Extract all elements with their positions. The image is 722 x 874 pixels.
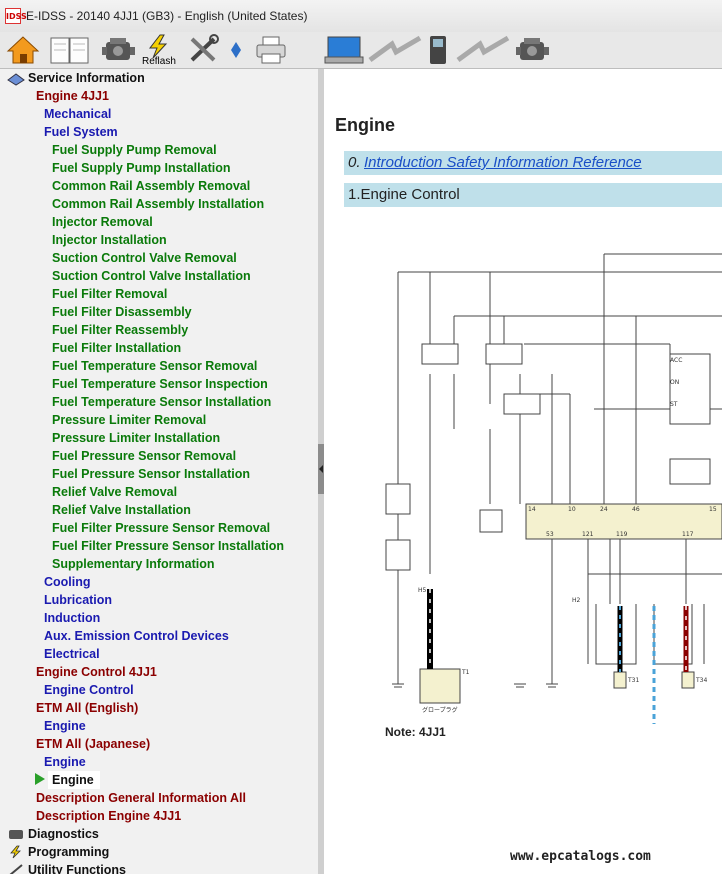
tree-fuel-item[interactable]: Suction Control Valve Removal <box>52 251 237 265</box>
link-bar: 0. Introduction Safety Information Refer… <box>344 151 722 175</box>
engine-icon[interactable] <box>514 34 552 66</box>
tools-icon[interactable] <box>186 34 222 66</box>
pin-label: 117 <box>682 531 694 538</box>
content-pane: Engine 0. Introduction Safety Informatio… <box>324 69 722 874</box>
label-acc: ACC <box>670 357 682 364</box>
app-logo-icon: IDSS <box>5 8 27 24</box>
tree-fuel-item[interactable]: Common Rail Assembly Removal <box>52 179 251 193</box>
signal-icon[interactable] <box>368 34 422 66</box>
link-number: 0. <box>348 154 361 171</box>
section-title: 1.Engine Control <box>348 186 460 203</box>
connector-label: H5 <box>418 587 427 594</box>
tree-mechanical[interactable]: Mechanical <box>44 107 112 121</box>
diagram-note: Note: 4JJ1 <box>385 725 446 739</box>
window-title: E-IDSS - 20140 4JJ1 (GB3) - English (Uni… <box>26 9 308 23</box>
engine-icon <box>9 830 23 839</box>
tree-lubrication[interactable]: Lubrication <box>44 593 113 607</box>
tree-etm-english[interactable]: ETM All (English) <box>36 701 139 715</box>
tree-fuel-item[interactable]: Suction Control Valve Installation <box>52 269 251 283</box>
tree-fuel-item[interactable]: Fuel Temperature Sensor Installation <box>52 395 272 409</box>
section-header: 1.Engine Control <box>344 183 722 207</box>
connector-label: T34 <box>695 677 707 684</box>
pin-label: 24 <box>600 506 608 513</box>
toolbar: Reflash <box>0 32 722 69</box>
tree-fuel-system[interactable]: Fuel System <box>44 125 118 139</box>
tree-fuel-item[interactable]: Injector Installation <box>52 233 167 247</box>
tree-service-information[interactable]: Service Information <box>28 71 145 85</box>
home-icon[interactable] <box>6 34 40 66</box>
title-bar: IDSS E-IDSS - 20140 4JJ1 (GB3) - English… <box>0 0 722 33</box>
wiring-diagram[interactable]: ACC ON ST 14 10 24 46 15 53 121 119 117 … <box>374 244 722 724</box>
reflash-icon <box>10 845 21 859</box>
printer-icon[interactable] <box>254 34 288 66</box>
connector-label: T31 <box>627 677 639 684</box>
tree-aux-emission[interactable]: Aux. Emission Control Devices <box>44 629 229 643</box>
tree-induction[interactable]: Induction <box>44 611 101 625</box>
tree-fuel-item[interactable]: Fuel Filter Pressure Sensor Removal <box>52 521 271 535</box>
pin-label: 15 <box>709 506 717 513</box>
tree-fuel-item[interactable]: Fuel Temperature Sensor Removal <box>52 359 258 373</box>
tree-etm-japanese[interactable]: ETM All (Japanese) <box>36 737 151 751</box>
chevron-left-icon <box>319 465 323 473</box>
tree-fuel-item[interactable]: Fuel Filter Reassembly <box>52 323 189 337</box>
label-on: ON <box>670 379 679 386</box>
tree-fuel-item[interactable]: Fuel Filter Pressure Sensor Installation <box>52 539 285 553</box>
pin-label: 10 <box>568 506 576 513</box>
tree-fuel-item[interactable]: Injector Removal <box>52 215 153 229</box>
pin-label: 119 <box>616 531 628 538</box>
tree-fuel-item[interactable]: Fuel Temperature Sensor Inspection <box>52 377 268 391</box>
signal-icon[interactable] <box>456 34 510 66</box>
tree-programming[interactable]: Programming <box>28 845 110 859</box>
tree-fuel-item[interactable]: Fuel Pressure Sensor Removal <box>52 449 237 463</box>
pin-label: 121 <box>582 531 594 538</box>
tree-description-engine[interactable]: Description Engine 4JJ1 <box>36 809 182 823</box>
tree-fuel-item[interactable]: Fuel Filter Removal <box>52 287 168 301</box>
watermark: www.epcatalogs.com <box>510 849 651 864</box>
tree-fuel-item[interactable]: Relief Valve Removal <box>52 485 178 499</box>
tree-engine-english[interactable]: Engine <box>44 719 86 733</box>
tree-engine-control-4jj1[interactable]: Engine Control 4JJ1 <box>36 665 157 679</box>
tree-fuel-item[interactable]: Pressure Limiter Installation <box>52 431 221 445</box>
reflash-label: Reflash <box>142 56 176 66</box>
book-icon <box>7 73 25 86</box>
tools-icon <box>9 864 23 874</box>
book-icon[interactable] <box>48 34 92 66</box>
tree-engine-4jj1[interactable]: Engine 4JJ1 <box>36 89 109 103</box>
pin-label: 46 <box>632 506 640 513</box>
tree-description-general[interactable]: Description General Information All <box>36 791 246 805</box>
connector-label: H2 <box>572 597 581 604</box>
pin-label: 14 <box>528 506 536 513</box>
label-st: ST <box>670 401 678 408</box>
tree-engine-japanese[interactable]: Engine <box>44 755 86 769</box>
tree-fuel-item[interactable]: Fuel Pressure Sensor Installation <box>52 467 250 481</box>
tree-electrical[interactable]: Electrical <box>44 647 100 661</box>
scan-tool-icon[interactable] <box>426 34 450 66</box>
selected-arrow-icon <box>35 773 45 785</box>
tree-fuel-item[interactable]: Common Rail Assembly Installation <box>52 197 265 211</box>
connector-label: T1 <box>461 669 470 676</box>
tree-fuel-item[interactable]: Fuel Filter Installation <box>52 341 182 355</box>
tree-fuel-item[interactable]: Supplementary Information <box>52 557 215 571</box>
tree-engine-selected[interactable]: Engine <box>48 771 100 789</box>
glow-plug-label: グロープラグ <box>422 706 458 714</box>
tree-fuel-item[interactable]: Fuel Filter Disassembly <box>52 305 192 319</box>
collapse-pane-button[interactable] <box>318 444 324 494</box>
tree-engine-control[interactable]: Engine Control <box>44 683 134 697</box>
tree-fuel-item[interactable]: Fuel Supply Pump Removal <box>52 143 217 157</box>
pin-label: 53 <box>546 531 554 538</box>
tree-utility-functions[interactable]: Utility Functions <box>28 863 126 874</box>
tree-cooling[interactable]: Cooling <box>44 575 91 589</box>
diamond-icon[interactable] <box>228 34 244 66</box>
tree-diagnostics[interactable]: Diagnostics <box>28 827 99 841</box>
navigation-tree: Service Information Engine 4JJ1 Mechanic… <box>0 69 318 874</box>
reflash-icon[interactable]: Reflash <box>140 34 184 66</box>
tree-fuel-item[interactable]: Pressure Limiter Removal <box>52 413 207 427</box>
laptop-icon[interactable] <box>324 34 364 66</box>
engine-icon[interactable] <box>100 34 138 66</box>
introduction-safety-link[interactable]: Introduction Safety Information Referenc… <box>364 154 642 171</box>
tree-fuel-item[interactable]: Fuel Supply Pump Installation <box>52 161 231 175</box>
page-title: Engine <box>335 115 396 135</box>
tree-fuel-item[interactable]: Relief Valve Installation <box>52 503 191 517</box>
